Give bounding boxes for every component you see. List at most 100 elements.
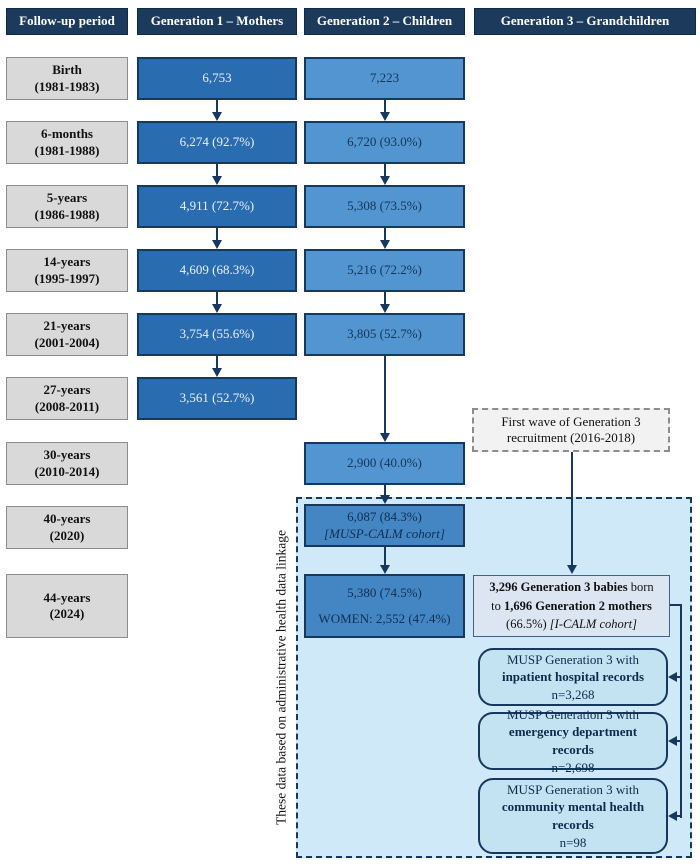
record-box-emergency: MUSP Generation 3 with emergency departm…	[478, 707, 668, 775]
record-arrow-community	[668, 811, 677, 821]
gen2-box-21-years: 3,805 (52.7%)	[304, 313, 465, 356]
period-label: 44-years	[43, 589, 91, 605]
gen2-flow-line	[384, 547, 386, 566]
record-intro: MUSP Generation 3 with	[506, 651, 640, 667]
gen1-flow-arrow	[212, 240, 222, 249]
gen2-box-40-years-musp-calm: 6,087 (84.3%) [MUSP-CALM cohort]	[304, 504, 465, 547]
gen1-box-6-months: 6,274 (92.7%)	[137, 121, 297, 164]
period-label: 14-years	[43, 254, 91, 270]
period-label: 6-months	[40, 126, 93, 142]
header-generation-2: Generation 2 – Children	[304, 8, 465, 35]
gen2-flow-arrow	[380, 176, 390, 185]
period-label: 30-years	[43, 447, 91, 463]
gen2-flow-arrow	[380, 240, 390, 249]
gen1-flow-line	[216, 228, 218, 241]
record-type: inpatient hospital records	[501, 669, 645, 685]
icalm-line3: (66.5%) [I-CALM cohort]	[506, 615, 637, 634]
gen1-flow-arrow	[212, 112, 222, 121]
gen2-flow-arrow	[380, 304, 390, 313]
gen2-flow-line	[384, 292, 386, 305]
gen2-box-30-years: 2,900 (40.0%)	[304, 442, 465, 485]
icalm-babies-count: 3,296 Generation 3 babies	[489, 579, 628, 594]
record-box-inpatient: MUSP Generation 3 with inpatient hospita…	[478, 648, 668, 706]
record-intro: MUSP Generation 3 with	[506, 781, 640, 797]
gen1-value: 4,609 (68.3%)	[179, 262, 255, 278]
gen2-flow-line	[384, 485, 386, 496]
musp-calm-cohort-label: [MUSP-CALM cohort]	[324, 525, 445, 541]
icalm-line2: to 1,696 Generation 2 mothers	[491, 597, 652, 616]
gen1-value: 3,561 (52.7%)	[179, 390, 255, 406]
period-years: (1995-1997)	[34, 270, 100, 286]
first-wave-line1: First wave of Generation 3	[501, 413, 641, 429]
first-wave-line2: recruitment (2016-2018)	[506, 430, 636, 445]
gen2-value: 5,216 (72.2%)	[347, 262, 422, 278]
gen1-box-21-years: 3,754 (55.6%)	[137, 313, 297, 356]
gen2-value: 6,087 (84.3%)	[347, 509, 422, 525]
gen1-box-27-years: 3,561 (52.7%)	[137, 377, 297, 420]
header-generation-1: Generation 1 – Mothers	[137, 8, 297, 35]
admin-linkage-note: These data based on administrative healt…	[273, 529, 289, 826]
record-connector-line	[675, 815, 682, 817]
record-type: emergency department records	[508, 724, 638, 757]
icalm-to-text: to	[491, 598, 504, 613]
gen1-box-14-years: 4,609 (68.3%)	[137, 249, 297, 292]
period-years: (2001-2004)	[34, 334, 100, 350]
gen1-flow-line	[216, 164, 218, 177]
record-connector-line	[675, 676, 682, 678]
period-box-30-years: 30-years(2010-2014)	[6, 442, 128, 485]
period-years: (2020)	[49, 527, 85, 543]
period-box-6-months: 6-months(1981-1988)	[6, 121, 128, 164]
gen1-flow-arrow	[212, 304, 222, 313]
header-gen1-label: Generation 1 – Mothers	[150, 13, 284, 29]
gen2-box-14-years: 5,216 (72.2%)	[304, 249, 465, 292]
first-wave-flow-arrow	[567, 565, 577, 574]
gen2-value: 5,380 (74.5%)	[347, 585, 422, 601]
period-years: (1981-1988)	[34, 142, 100, 158]
gen2-flow-arrow	[380, 565, 390, 574]
gen1-value: 6,753	[202, 70, 232, 86]
gen2-flow-arrow	[380, 433, 390, 442]
icalm-connector-stub	[670, 604, 682, 606]
period-label: 27-years	[43, 382, 91, 398]
period-box-birth: Birth(1981-1983)	[6, 57, 128, 100]
gen2-flow-arrow	[380, 112, 390, 121]
gen1-box-birth: 6,753	[137, 57, 297, 100]
gen1-box-5-years: 4,911 (72.7%)	[137, 185, 297, 228]
record-box-community-mental-health: MUSP Generation 3 with community mental …	[478, 778, 668, 854]
header-gen3-label: Generation 3 – Grandchildren	[500, 13, 670, 29]
period-box-14-years: 14-years(1995-1997)	[6, 249, 128, 292]
period-years: (1986-1988)	[34, 206, 100, 222]
period-years: (1981-1983)	[34, 78, 100, 94]
record-arrow-inpatient	[668, 672, 677, 682]
icalm-connector-line	[680, 604, 682, 818]
period-box-5-years: 5-years(1986-1988)	[6, 185, 128, 228]
gen1-flow-arrow	[212, 176, 222, 185]
period-label: Birth	[52, 62, 82, 78]
first-wave-flow-line	[571, 452, 573, 566]
record-type: community mental health records	[501, 799, 645, 832]
record-connector-line	[675, 740, 682, 742]
record-intro: MUSP Generation 3 with	[506, 706, 640, 722]
gen1-value: 3,754 (55.6%)	[179, 326, 255, 342]
gen2-value: 6,720 (93.0%)	[347, 134, 422, 150]
gen1-value: 4,911 (72.7%)	[179, 198, 255, 214]
gen2-box-birth: 7,223	[304, 57, 465, 100]
icalm-cohort-box: 3,296 Generation 3 babies born to 1,696 …	[473, 575, 670, 637]
icalm-percent-text: (66.5%)	[506, 617, 550, 632]
header-gen2-label: Generation 2 – Children	[316, 13, 453, 29]
period-box-44-years: 44-years(2024)	[6, 574, 128, 638]
period-years: (2010-2014)	[34, 463, 100, 479]
icalm-line1: 3,296 Generation 3 babies born	[489, 578, 653, 597]
period-label: 21-years	[43, 318, 91, 334]
icalm-mothers-count: 1,696 Generation 2 mothers	[503, 598, 652, 613]
period-years: (2024)	[49, 606, 85, 621]
gen2-flow-line	[384, 356, 386, 434]
record-n: n=98	[559, 834, 587, 850]
first-wave-box: First wave of Generation 3 recruitment (…	[472, 408, 670, 452]
gen1-value: 6,274 (92.7%)	[179, 134, 255, 150]
gen2-flow-arrow	[380, 495, 390, 504]
gen1-flow-line	[216, 100, 218, 113]
gen2-box-44-years: 5,380 (74.5%) WOMEN: 2,552 (47.4%)	[304, 574, 465, 638]
period-box-27-years: 27-years(2008-2011)	[6, 377, 128, 420]
